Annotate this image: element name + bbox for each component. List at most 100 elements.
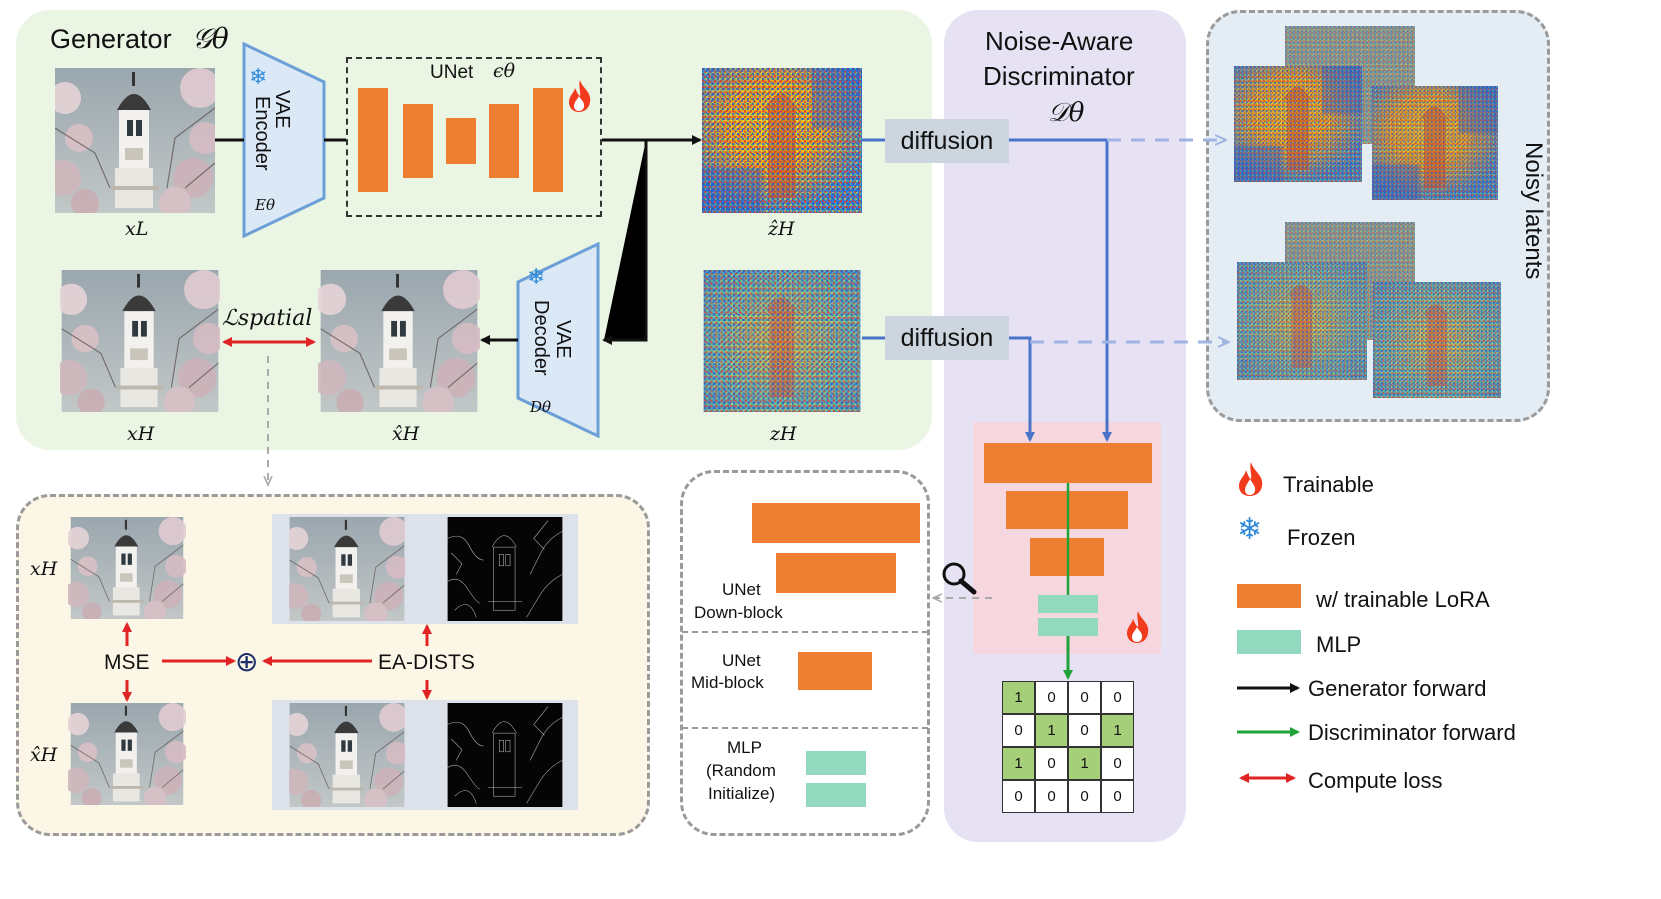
unet-block-1 [358, 88, 388, 192]
unet-symbol: ϵθ [493, 60, 516, 82]
ea-output-edge-map [447, 703, 563, 807]
disc-block-3 [1030, 538, 1104, 576]
unet-block-4 [489, 104, 519, 178]
grid-cell: 0 [1035, 681, 1068, 714]
detail-divider-2 [682, 727, 928, 729]
spatial-loss-label: ℒspatial [222, 306, 313, 331]
mid-block-label-line2: Mid-block [691, 673, 764, 692]
noisy-latent-bottom-2 [1372, 282, 1502, 398]
fire-icon [1239, 462, 1263, 496]
grid-cell: 0 [1068, 681, 1101, 714]
magnifier-icon [942, 562, 977, 595]
ea-gt-image [289, 517, 405, 621]
vae-decoder-label-line1: VAE [552, 320, 574, 359]
grid-cell: 0 [1002, 780, 1035, 813]
discriminator-symbol: 𝒟θ [1048, 98, 1085, 128]
detail-mlp-2 [806, 783, 866, 807]
mse-label: MSE [104, 651, 150, 674]
grid-cell: 0 [1101, 681, 1134, 714]
legend-lora: w/ trainable LoRA [1316, 587, 1490, 612]
grid-cell: 1 [1035, 714, 1068, 747]
legend-compute-loss: Compute loss [1308, 768, 1443, 793]
input-image-low [55, 68, 215, 213]
legend-mlp: MLP [1316, 632, 1362, 657]
mid-block-label-line1: UNet [722, 651, 761, 670]
noisy-latent-top-1 [1233, 66, 1363, 182]
grid-cell: 0 [1035, 780, 1068, 813]
encoder-symbol: Eθ [255, 196, 275, 214]
unet-block-2 [403, 104, 433, 178]
loss-gt-image [68, 517, 186, 619]
vae-decoder [516, 242, 600, 438]
z-label: zH [770, 423, 797, 445]
loss-x-high-label: xH [30, 558, 58, 580]
grid-cell: 0 [1101, 780, 1134, 813]
legend-discriminator-forward: Discriminator forward [1308, 720, 1516, 745]
fire-icon [569, 80, 591, 112]
legend-generator-forward: Generator forward [1308, 676, 1487, 701]
discriminator-title-line1: Noise-Aware [985, 26, 1134, 56]
loss-x-high-hat-label: x̂H [30, 744, 58, 766]
grid-cell: 1 [1002, 747, 1035, 780]
detail-mlp-1 [806, 751, 866, 775]
grid-cell: 0 [1068, 714, 1101, 747]
vae-encoder-label-line1: VAE [271, 90, 293, 129]
x-low-label: xL [125, 218, 149, 240]
grid-cell: 1 [1101, 714, 1134, 747]
mlp-label-line1: MLP [727, 738, 762, 757]
mlp-label-line2: (Random [706, 761, 776, 780]
diffusion-box-bottom: diffusion [885, 316, 1009, 360]
disc-mlp-1 [1038, 595, 1098, 613]
fire-icon [1127, 611, 1149, 643]
generator-title: Generator [50, 24, 172, 54]
detail-down-block-1 [752, 503, 920, 543]
output-image [318, 270, 480, 412]
generator-symbol: 𝒢θ [192, 22, 229, 55]
noisy-latents-label: Noisy latents [1520, 142, 1547, 280]
snowflake-icon: ❄ [1237, 513, 1263, 546]
vae-decoder-label-line2: Decoder [530, 300, 552, 376]
snowflake-icon: ❄ [249, 64, 268, 89]
unet-block-5 [533, 88, 563, 192]
detail-divider-1 [682, 631, 928, 633]
down-block-label-line1: UNet [722, 580, 761, 599]
predicted-latent [702, 68, 862, 213]
discriminator-title-line2: Discriminator [983, 61, 1135, 91]
unet-block-3 [446, 118, 476, 164]
grid-cell: 1 [1068, 747, 1101, 780]
diffusion-box-top: diffusion [885, 119, 1009, 163]
ground-truth-image [60, 270, 220, 412]
grid-cell: 0 [1068, 780, 1101, 813]
legend-mlp-swatch [1237, 630, 1301, 654]
ea-output-image [289, 703, 405, 807]
noisy-latent-bottom-1 [1237, 262, 1367, 380]
target-latent [702, 270, 862, 412]
ea-dists-label: EA-DISTS [378, 651, 475, 674]
detail-down-block-2 [776, 553, 896, 593]
detail-mid-block [798, 652, 872, 690]
legend-frozen: Frozen [1287, 525, 1356, 550]
snowflake-icon: ❄ [527, 264, 546, 289]
z-hat-label: ẑH [768, 218, 795, 240]
down-block-label-line2: Down-block [694, 603, 783, 622]
mlp-label-line3: Initialize) [708, 784, 776, 803]
grid-cell: 0 [1101, 747, 1134, 780]
disc-block-1 [984, 443, 1152, 483]
legend-lora-swatch [1237, 584, 1301, 608]
noisy-latent-top-2 [1370, 86, 1500, 200]
loss-output-image [68, 703, 186, 805]
decoder-symbol: Dθ [530, 398, 552, 416]
unet-label: UNet [430, 62, 474, 83]
grid-cell: 0 [1035, 747, 1068, 780]
grid-cell: 0 [1002, 714, 1035, 747]
vae-encoder-label-line2: Encoder [251, 96, 273, 171]
legend-trainable: Trainable [1283, 472, 1374, 497]
vae-encoder [242, 42, 326, 238]
unet-box [346, 57, 602, 217]
disc-block-2 [1006, 491, 1128, 529]
x-high-hat-label: x̂H [392, 423, 420, 445]
ea-gt-edge-map [447, 517, 563, 621]
disc-mlp-2 [1038, 618, 1098, 636]
x-high-label: xH [127, 423, 155, 445]
